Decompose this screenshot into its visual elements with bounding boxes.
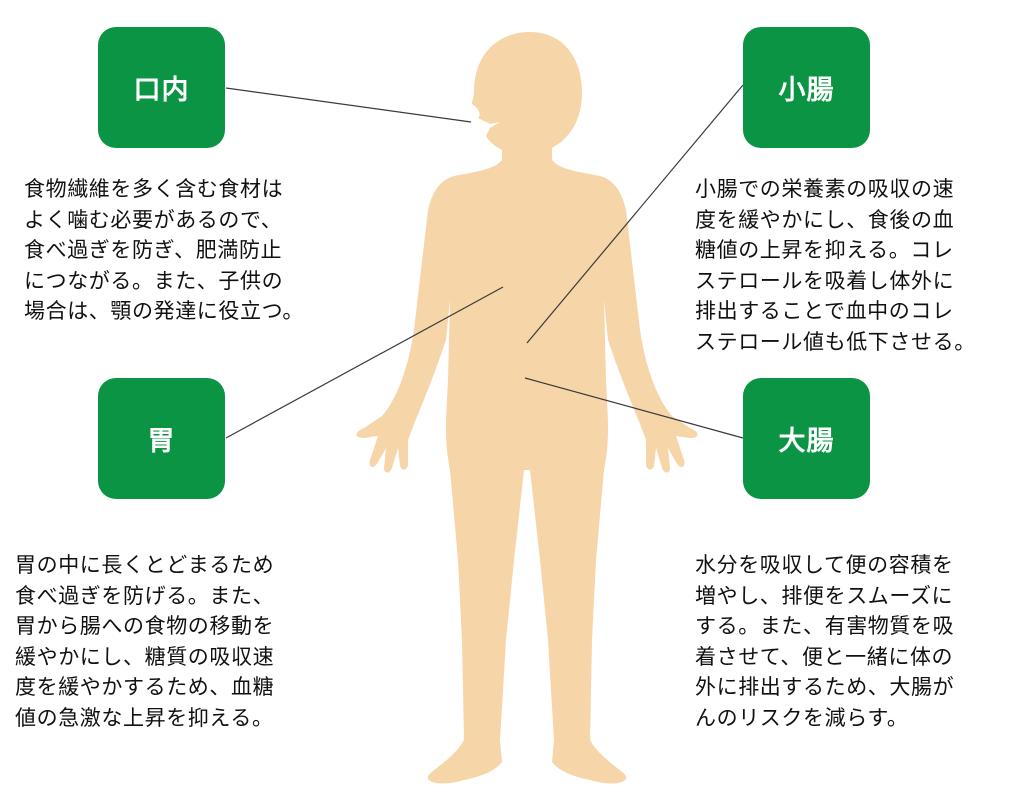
organ-description-small-intestine: 小腸での栄養素の吸収の速 度を緩やかにし、食後の血 糖値の上昇を抑える。コレ ス… [695, 177, 976, 354]
organ-label-text: 胃 [147, 426, 176, 457]
leader-lines [225, 84, 744, 439]
organ-label-stomach: 胃 [98, 378, 225, 499]
organ-label-large-intestine: 大腸 [743, 378, 870, 499]
leader-line-large-intestine [524, 377, 744, 439]
organ-label-small-intestine: 小腸 [743, 27, 870, 148]
organ-description-mouth: 食物繊維を多く含む食材は よく噛む必要があるので、 食べ過ぎを防ぎ、肥満防止 に… [24, 177, 304, 323]
organ-description-large-intestine: 水分を吸収して便の容積を 増やし、排便をスムーズに する。また、有害物質を吸 着… [695, 553, 955, 730]
leader-line-small-intestine [526, 84, 744, 344]
leader-line-stomach [225, 286, 504, 439]
organ-label-mouth: 口内 [98, 27, 225, 148]
organ-label-text: 口内 [133, 75, 190, 106]
organ-description-stomach: 胃の中に長くとどまるため 食べ過ぎを防げる。また、 胃から腸への食物の移動を 緩… [15, 553, 275, 730]
organ-label-text: 小腸 [778, 75, 835, 106]
leader-line-mouth [225, 87, 472, 123]
organ-label-text: 大腸 [778, 426, 835, 457]
